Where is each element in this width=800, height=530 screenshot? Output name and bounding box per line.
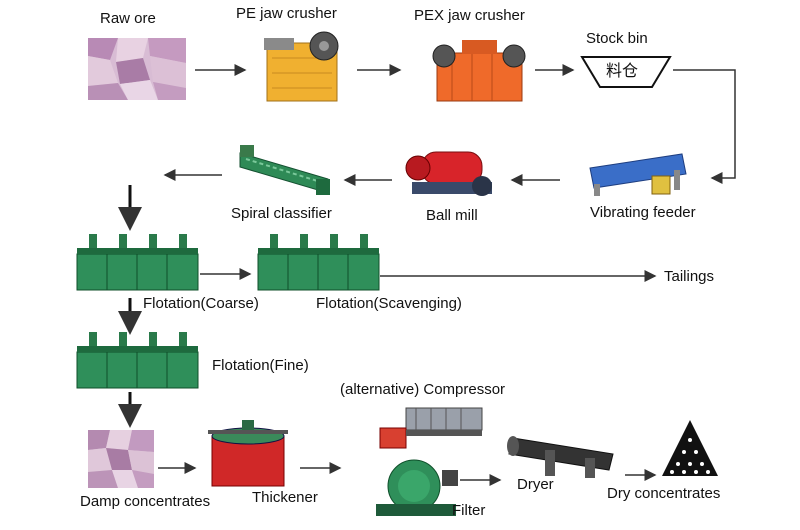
dry-concentrates-label: Dry concentrates [607,485,721,502]
tailings-label: Tailings [664,268,715,285]
flotation-fine-image [76,332,199,389]
flotation-scavenging-image [257,234,380,291]
damp-concentrates-label: Damp concentrates [80,493,211,510]
pex-jaw-crusher-label: PEX jaw crusher [414,7,525,24]
filter-label: Filter [452,502,486,519]
spiral-classifier-image [239,145,330,195]
ball-mill-image [405,151,492,196]
flotation-coarse-label: Flotation(Coarse) [143,295,259,312]
compressor-image [379,407,483,449]
vibrating-feeder-image [589,153,687,196]
thickener-image [208,420,288,487]
spiral-classifier-label: Spiral classifier [231,205,332,222]
filter-image [376,459,458,516]
flotation-coarse-image [76,234,199,291]
stock-bin-label: Stock bin [586,30,648,47]
dry-concentrates-image [662,420,718,476]
stock-bin-sign: 料仓 [606,61,639,80]
raw-ore-label: Raw ore [100,10,156,27]
stock-bin-image [580,56,672,88]
damp-concentrates-image [88,430,154,488]
pe-jaw-crusher-label: PE jaw crusher [236,5,337,22]
vibrating-feeder-label: Vibrating feeder [590,204,696,221]
alternative-compressor-label: (alternative) Compressor [340,381,506,398]
dryer-label: Dryer [517,476,554,493]
flotation-scavenging-label: Flotation(Scavenging) [316,295,462,312]
pex-jaw-crusher-image [432,40,526,102]
flotation-fine-label: Flotation(Fine) [212,357,309,374]
pe-jaw-crusher-image [264,31,339,102]
ball-mill-label: Ball mill [426,207,478,224]
thickener-label: Thickener [252,489,318,506]
dryer-image [507,436,614,478]
arrow-bin-to-feeder [673,69,736,184]
raw-ore-image [88,38,186,100]
